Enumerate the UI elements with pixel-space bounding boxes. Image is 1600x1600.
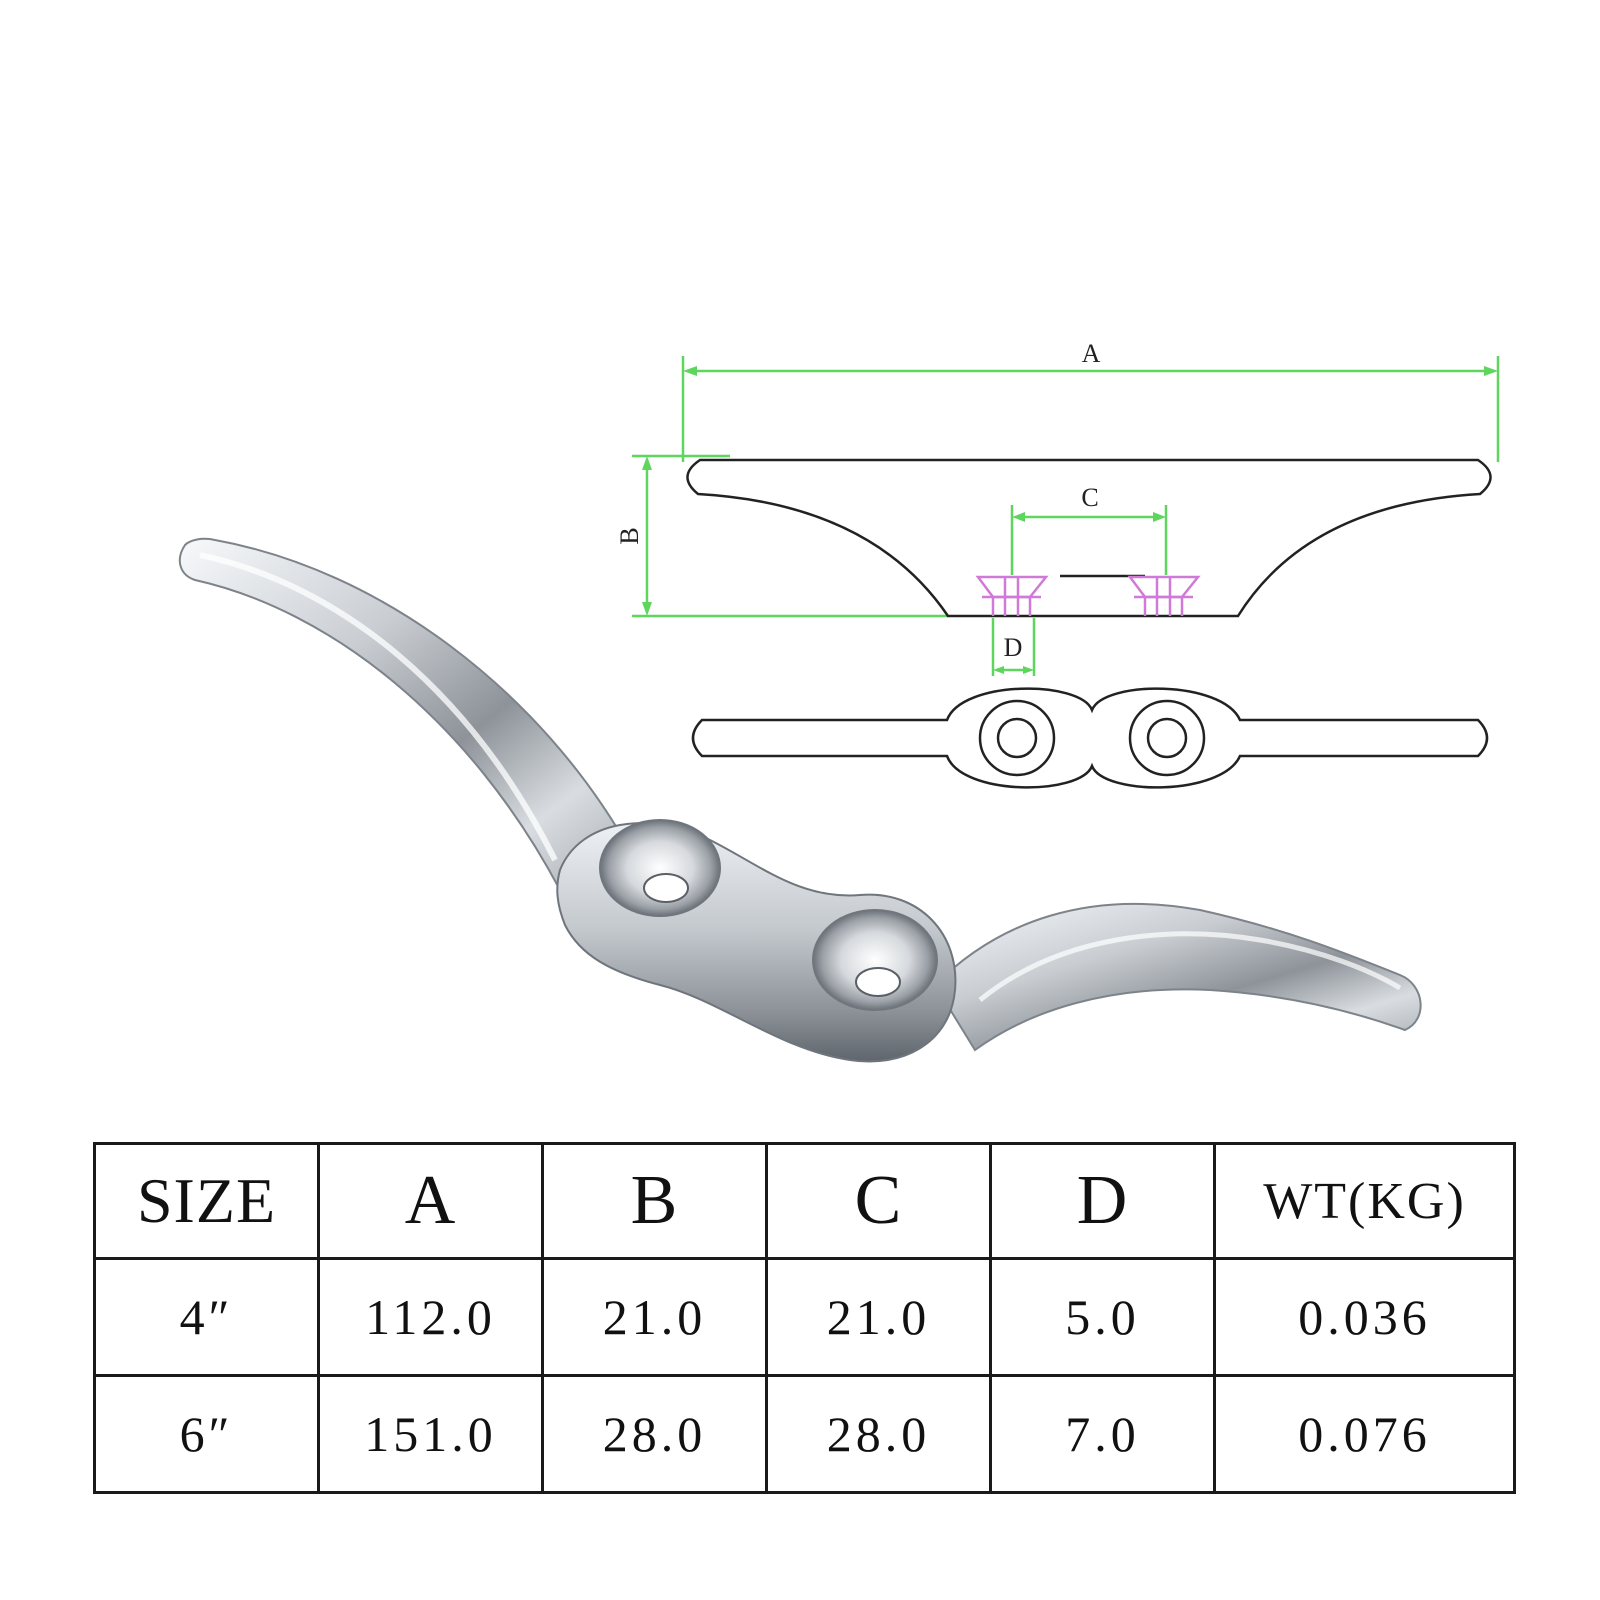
top-view-hole-right-inner: [1146, 717, 1188, 759]
cell-a: 112.0: [317, 1257, 544, 1377]
spec-table: SIZE A B C D WT(KG) 4″ 112.0 21.0 21.0 5…: [93, 1142, 1516, 1494]
dimension-a-label: A: [1082, 339, 1101, 368]
cell-weight: 0.036: [1213, 1257, 1516, 1377]
dimension-b: [632, 454, 948, 618]
countersink-left: [975, 575, 1049, 616]
dimension-d: [991, 618, 1036, 676]
header-a: A: [317, 1142, 544, 1260]
cell-size: 6″: [93, 1374, 320, 1494]
cell-c: 21.0: [765, 1257, 992, 1377]
cell-size: 4″: [93, 1257, 320, 1377]
cell-b: 28.0: [541, 1374, 768, 1494]
table-row: 4″ 112.0 21.0 21.0 5.0 0.036: [93, 1257, 1516, 1377]
cleat-horn-left: [178, 537, 632, 892]
spec-table-header-row: SIZE A B C D WT(KG): [93, 1142, 1516, 1260]
side-profile-outline: [686, 458, 1492, 618]
cleat-horn-right: [933, 902, 1422, 1052]
dimension-c-label: C: [1081, 483, 1098, 512]
dimension-c: [1010, 505, 1168, 575]
header-c: C: [765, 1142, 992, 1260]
top-view-outline: [691, 687, 1489, 789]
table-row: 6″ 151.0 28.0 28.0 7.0 0.076: [93, 1374, 1516, 1494]
header-weight: WT(KG): [1213, 1142, 1516, 1260]
cleat-hole-right: [812, 909, 938, 1011]
header-d: D: [989, 1142, 1216, 1260]
cell-b: 21.0: [541, 1257, 768, 1377]
top-view-hole-right-outer: [1128, 699, 1206, 777]
header-b: B: [541, 1142, 768, 1260]
cleat-product-photo: [178, 537, 1422, 1063]
dimension-b-label: B: [615, 527, 644, 544]
countersink-right: [1127, 575, 1201, 616]
cell-d: 5.0: [989, 1257, 1216, 1377]
cell-a: 151.0: [317, 1374, 544, 1494]
cell-weight: 0.076: [1213, 1374, 1516, 1494]
dimension-a: [681, 356, 1500, 462]
top-view-hole-left-outer: [978, 699, 1056, 777]
side-view-drawing: A B: [615, 339, 1500, 676]
dimension-d-label: D: [1004, 633, 1023, 662]
top-view-hole-left-inner: [996, 717, 1038, 759]
top-view-drawing: [691, 687, 1489, 789]
cell-d: 7.0: [989, 1374, 1216, 1494]
header-size: SIZE: [93, 1142, 320, 1260]
cell-c: 28.0: [765, 1374, 992, 1494]
cleat-hole-left: [599, 819, 721, 917]
